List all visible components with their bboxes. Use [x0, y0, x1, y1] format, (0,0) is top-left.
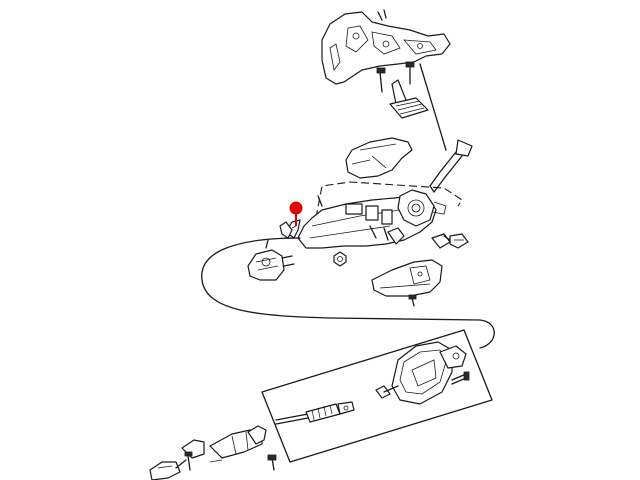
- multifunction-switch-lever: [429, 139, 473, 193]
- mounting-bolt: [376, 61, 415, 93]
- coupler-bolt: [451, 371, 470, 385]
- detail-box: [261, 329, 493, 463]
- upper-shroud: [345, 137, 413, 179]
- wire-harness-connector: [431, 233, 469, 249]
- shroud-screw: [408, 294, 417, 307]
- joint-bolt: [184, 451, 277, 471]
- callout-marker: [289, 201, 303, 226]
- pedal-bracket: [321, 9, 451, 85]
- leader-line: [419, 63, 447, 151]
- universal-joint: [149, 425, 267, 480]
- lower-shroud: [371, 259, 443, 297]
- steering-coupler: [391, 341, 467, 405]
- steering-column-assembly: [285, 189, 447, 249]
- brake-pedal: [389, 79, 429, 119]
- tilt-lever: [279, 221, 293, 239]
- intermediate-shaft: [275, 401, 355, 425]
- column-nut: [333, 251, 347, 267]
- leader-curve: [201, 237, 495, 349]
- ignition-switch: [247, 239, 295, 281]
- pinch-bolt: [375, 385, 399, 399]
